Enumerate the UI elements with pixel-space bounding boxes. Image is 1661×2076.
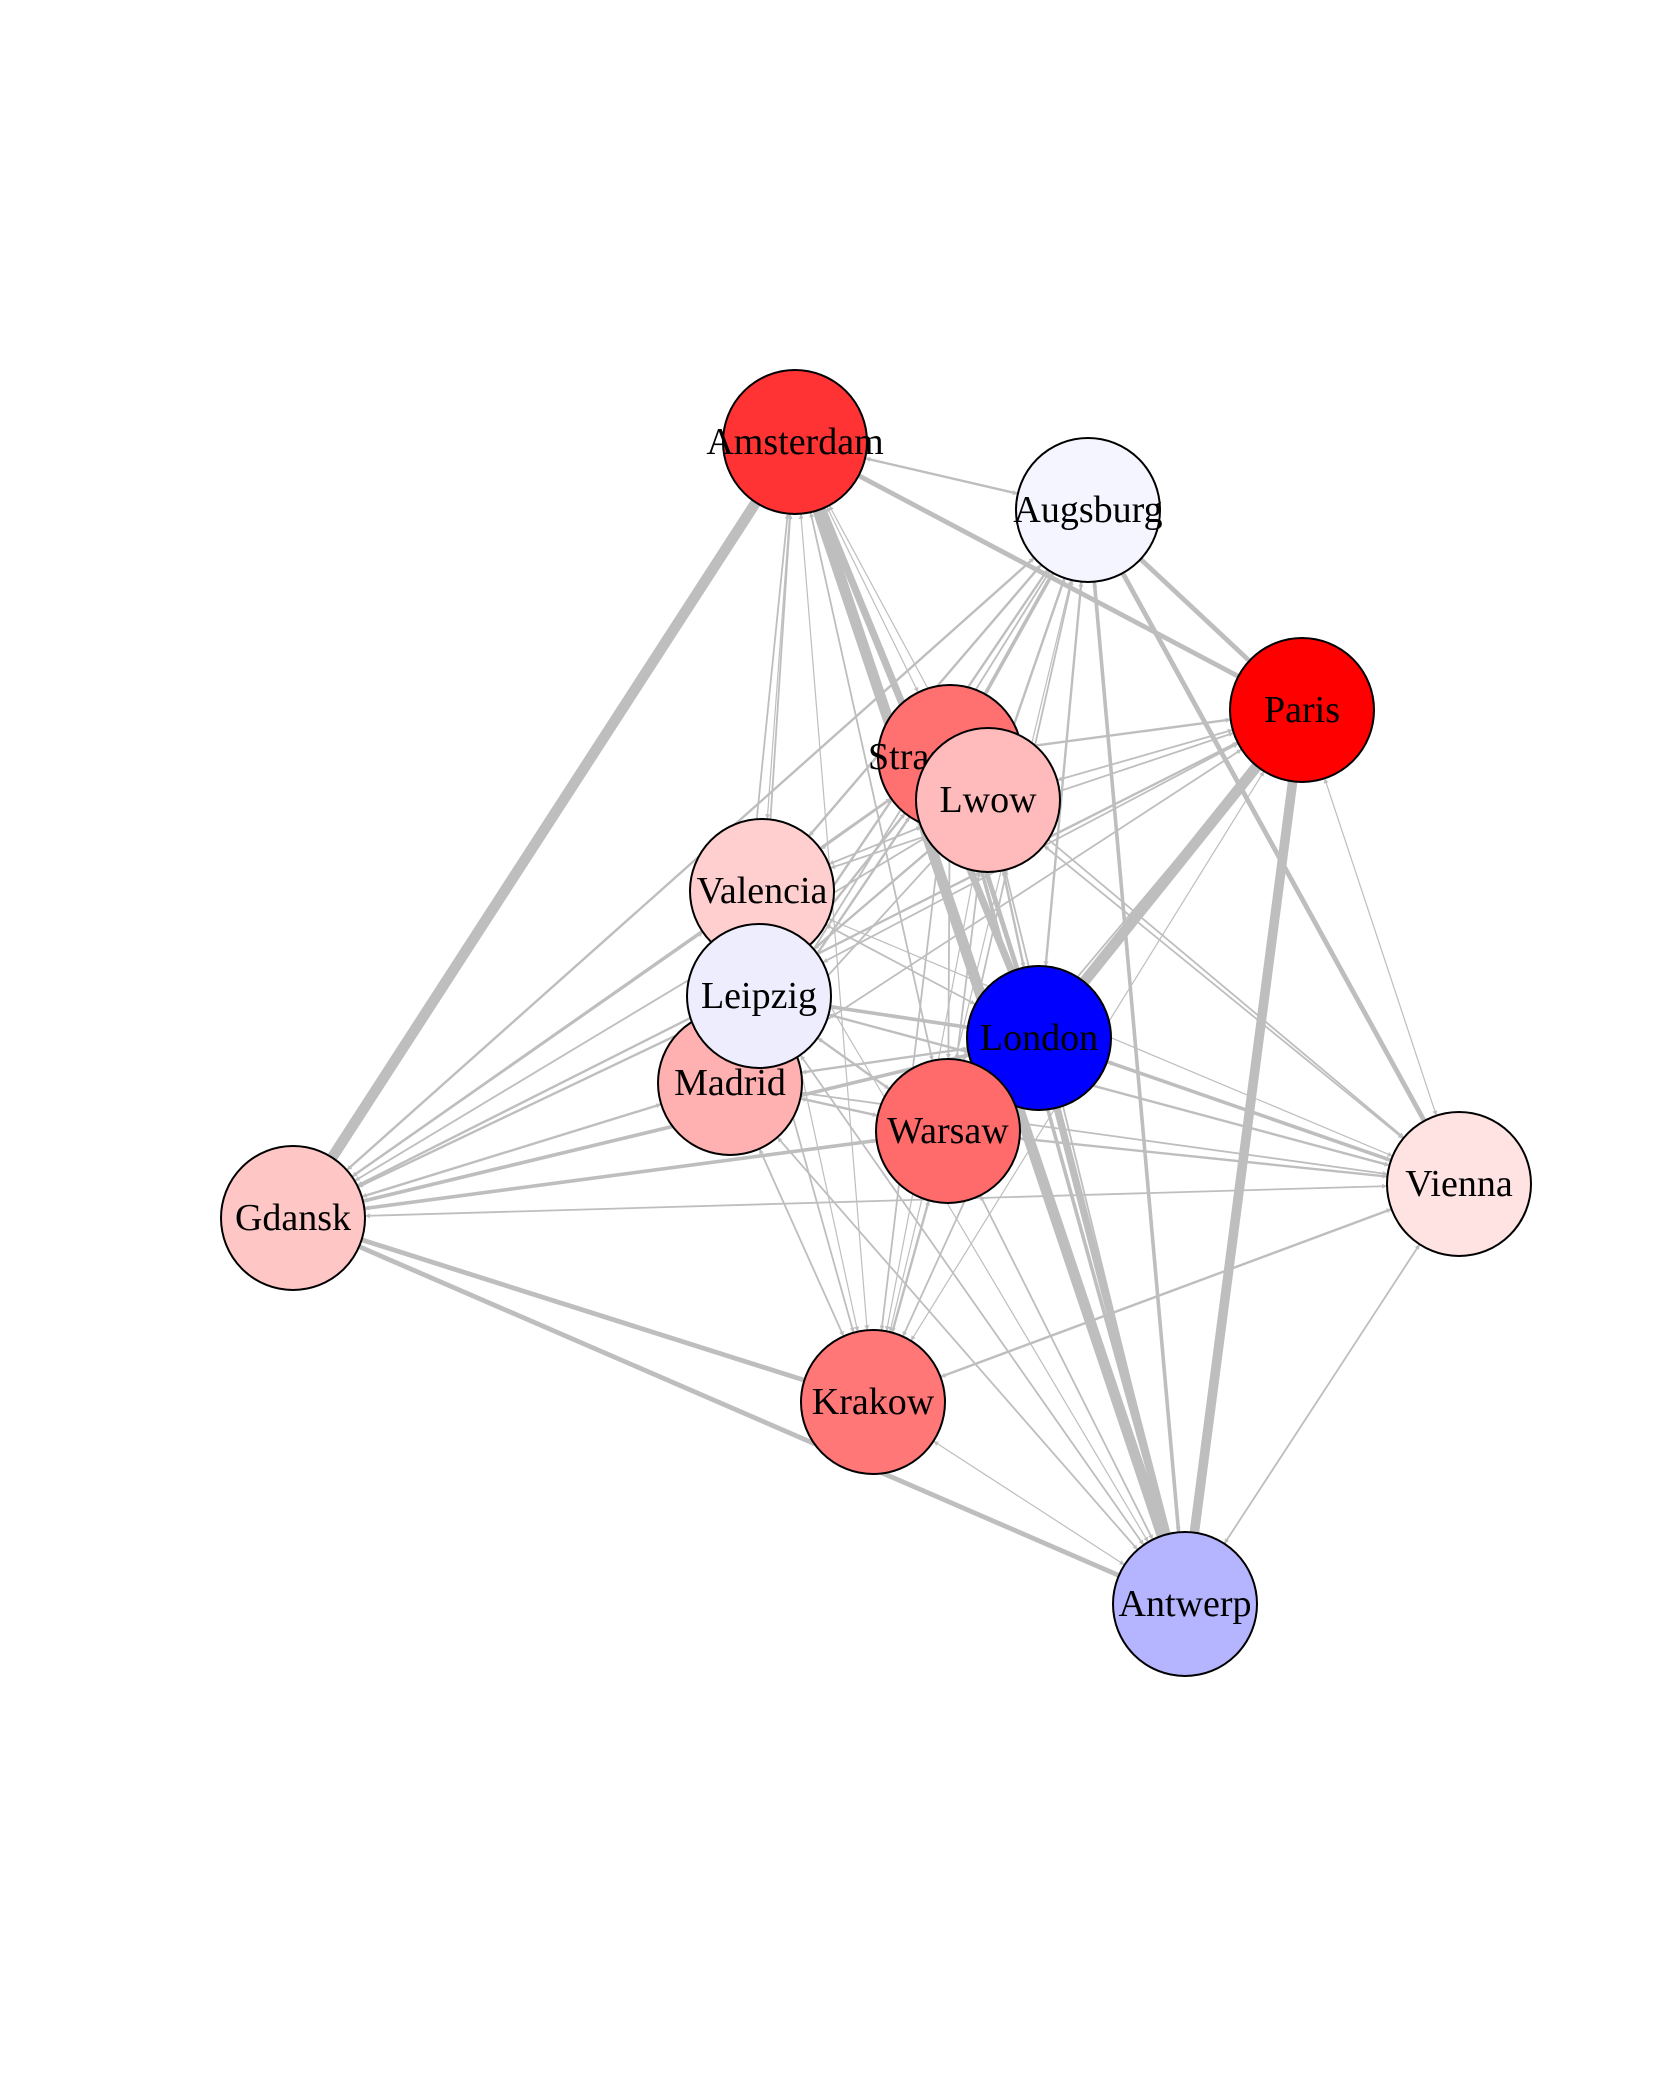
node-circle-krakow [800,1329,946,1475]
edge-paris-vienna [1323,778,1438,1116]
node-circle-paris [1229,637,1375,783]
node-label-madrid: Madrid [674,1062,786,1104]
edge-gdansk-vienna [364,1183,1388,1219]
edge-madrid-krakow [758,1148,845,1337]
edge-paris-strasbourg [1021,717,1231,750]
node-valencia: Valencia [689,818,835,964]
node-label-valencia: Valencia [697,870,828,912]
edge-augsburg-paris [1138,557,1252,663]
node-label-augsburg: Augsburg [1013,489,1162,531]
edge-warsaw-krakow [891,1200,930,1333]
node-label-amsterdam: Amsterdam [706,421,883,463]
node-amsterdam: Amsterdam [706,369,884,515]
edge-krakow-vienna [940,1207,1392,1379]
node-label-krakow: Krakow [812,1381,935,1423]
node-london: London [966,965,1112,1111]
node-label-leipzig: Leipzig [701,975,817,1017]
edge-gdansk-antwerp [358,1244,1120,1578]
edge-lwow-vienna [1043,844,1404,1140]
edge-amsterdam-valencia [765,513,792,820]
node-label-lwow: Lwow [939,779,1037,821]
node-circle-vienna [1386,1111,1532,1257]
node-circle-london [966,965,1112,1111]
node-label-london: London [980,1017,1098,1059]
edge-amsterdam-augsburg [864,456,1019,496]
node-label-antwerp: Antwerp [1119,1583,1252,1625]
node-paris: Paris [1229,637,1375,783]
node-antwerp: Antwerp [1112,1531,1258,1677]
node-vienna: Vienna [1386,1111,1532,1257]
node-circle-gdansk [220,1145,366,1291]
node-lwow: Lwow [915,727,1061,873]
node-leipzig: Leipzig [686,923,832,1069]
node-label-vienna: Vienna [1405,1163,1513,1205]
node-circle-augsburg [1015,437,1161,583]
edge-vienna-antwerp [1223,1243,1421,1545]
edge-warsaw-vienna [1019,1136,1388,1179]
nodes-layer: AmsterdamAugsburgParisStrasbourgLwowVale… [220,369,1532,1677]
node-warsaw: Warsaw [875,1058,1021,1204]
edge-warsaw-gdansk [364,1138,877,1211]
node-circle-leipzig [686,923,832,1069]
node-augsburg: Augsburg [1013,437,1163,583]
node-circle-lwow [915,727,1061,873]
node-label-gdansk: Gdansk [235,1197,351,1239]
edge-lwow-valencia [828,826,922,865]
node-circle-antwerp [1112,1531,1258,1677]
node-label-paris: Paris [1264,689,1340,731]
node-circle-warsaw [875,1058,1021,1204]
node-label-warsaw: Warsaw [887,1110,1009,1152]
node-krakow: Krakow [800,1329,946,1475]
edge-london-antwerp [1053,1106,1171,1536]
node-circle-amsterdam [722,369,868,515]
edge-leipzig-london [829,1004,969,1030]
node-gdansk: Gdansk [220,1145,366,1291]
edge-krakow-antwerp [933,1440,1125,1566]
edge-gdansk-krakow [360,1237,806,1383]
